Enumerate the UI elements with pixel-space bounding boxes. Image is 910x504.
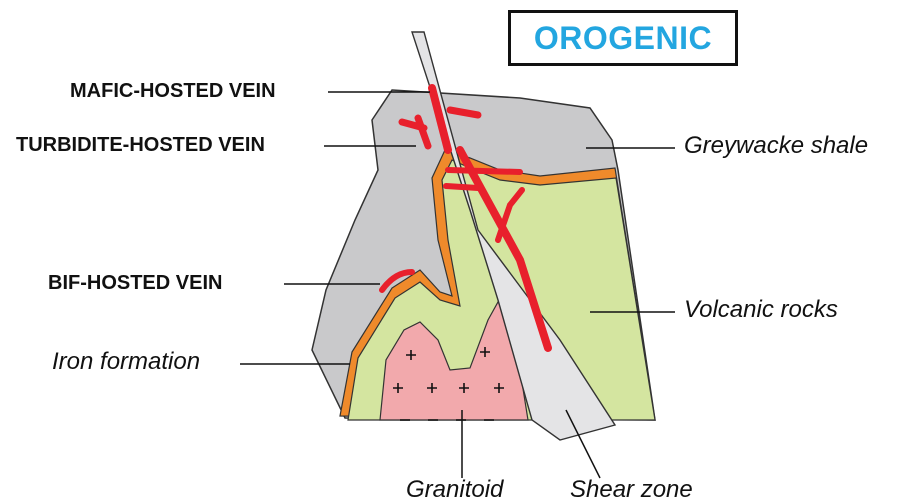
diagram-title: OROGENIC bbox=[534, 20, 712, 57]
mafic-vein-label: MAFIC-HOSTED VEIN bbox=[70, 80, 276, 103]
shear-zone-label: Shear zone bbox=[570, 476, 693, 504]
granitoid-label: Granitoid bbox=[406, 476, 503, 504]
mafic-hosted-vein-cross bbox=[450, 110, 478, 115]
volcanic-label: Volcanic rocks bbox=[684, 296, 838, 324]
vein-cross-1 bbox=[448, 170, 520, 172]
turbidite-vein-label: TURBIDITE-HOSTED VEIN bbox=[16, 134, 265, 157]
greywacke-label: Greywacke shale bbox=[684, 132, 868, 160]
iron-formation-label: Iron formation bbox=[52, 348, 200, 376]
vein-cross-2 bbox=[446, 186, 478, 188]
title-box: OROGENIC bbox=[508, 10, 738, 66]
bif-vein-label: BIF-HOSTED VEIN bbox=[48, 272, 222, 295]
